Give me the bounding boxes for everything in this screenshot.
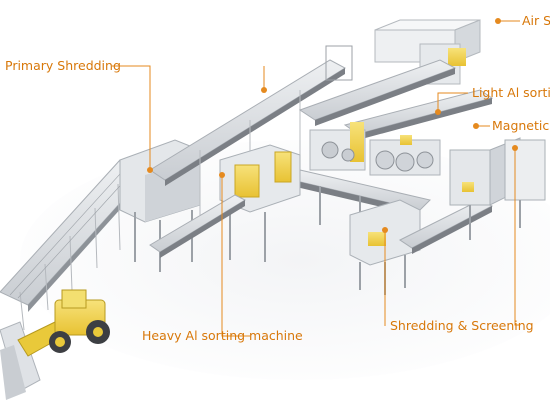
- main-conveyor: [149, 59, 346, 215]
- label-heavy-al-sorting: Heavy Al sorting machine: [142, 328, 303, 343]
- orange-dot-icon: [219, 172, 225, 178]
- label-magnetic-separator: Magnetic S: [492, 118, 550, 133]
- orange-dot-icon: [435, 109, 441, 115]
- orange-dot-icon: [147, 167, 153, 173]
- callout-lines: [112, 20, 520, 337]
- label-primary-shredding: Primary Shredding: [5, 58, 121, 73]
- label-air-separator: Air S: [522, 13, 550, 28]
- orange-dot-icon: [512, 145, 518, 151]
- orange-dot-icon: [261, 87, 267, 93]
- heavy-al-sorter: [219, 144, 301, 262]
- wheel-loader-icon: [17, 289, 110, 357]
- orange-dot-icon: [382, 227, 388, 233]
- magnetic-separator: [369, 135, 441, 176]
- orange-dot-icon: [495, 18, 501, 24]
- label-shredding-screening: Shredding & Screening: [390, 318, 534, 333]
- orange-dot-icon: [473, 123, 479, 129]
- label-light-al-sorting: Light Al sortin: [472, 85, 550, 100]
- callout-dots: [147, 18, 518, 233]
- light-al-sorter: [309, 122, 366, 171]
- discharge-conveyor: [149, 194, 247, 258]
- right-conveyors: [298, 59, 494, 140]
- shredding-screening-station: [349, 199, 494, 295]
- loading-belt: [0, 321, 41, 400]
- right-tower: [449, 137, 546, 240]
